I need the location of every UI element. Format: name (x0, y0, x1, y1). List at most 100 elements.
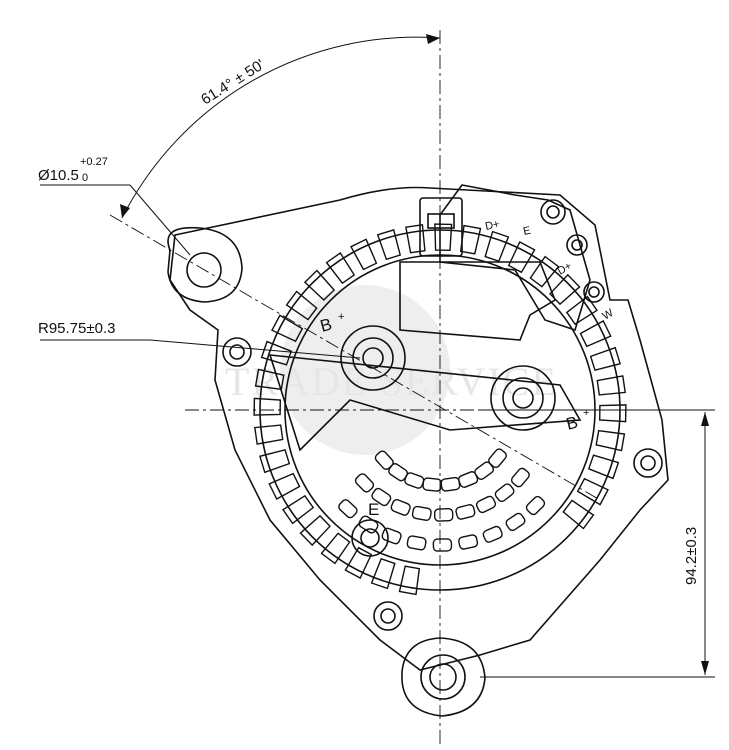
angle-dimension-arc (121, 36, 441, 219)
vent-slot (458, 471, 479, 488)
cooling-fin (587, 454, 620, 480)
b-plus-terminal-right-nut (512, 387, 534, 409)
cooling-fin (254, 424, 284, 445)
cooling-fin (549, 273, 581, 306)
diameter-tolerance-lower: 0 (82, 172, 88, 184)
cooling-fin (596, 375, 626, 396)
cooling-fin (253, 397, 282, 416)
height-arrow-top (701, 412, 709, 426)
b-plus-label-left: B (318, 315, 334, 336)
vent-slot (411, 505, 432, 521)
w-label: W (601, 307, 617, 323)
cooling-fin (285, 290, 318, 321)
vent-slot (390, 498, 411, 516)
cooling-fin (268, 472, 301, 500)
cooling-fin (350, 238, 378, 271)
vent-slots (338, 448, 546, 552)
cooling-fin (579, 320, 612, 348)
vent-slot (494, 483, 515, 503)
vent-slot (371, 487, 392, 507)
cooling-fin (529, 255, 560, 288)
cooling-fin (398, 565, 421, 596)
cooling-fin (376, 229, 402, 261)
height-dimension-label: 94.2±0.3 (683, 527, 700, 585)
cooling-fin (434, 223, 453, 252)
cooling-fins (253, 223, 627, 596)
d-plus-label-top: D+ (484, 218, 501, 233)
radius-label: R95.75±0.3 (38, 320, 115, 337)
radius-leader (149, 339, 361, 359)
vent-slot (458, 534, 479, 550)
b-plus-terminal-right-outer (490, 365, 556, 431)
d-plus-terminal-nut (566, 234, 588, 256)
watermark: TRADE SERVICE (225, 285, 556, 455)
vent-slot (475, 495, 497, 514)
diameter-leader (129, 184, 191, 256)
cooling-fin (259, 448, 291, 474)
vent-slot (422, 477, 443, 492)
cooling-fin (370, 557, 396, 590)
cooling-fin (589, 346, 621, 372)
vent-slot (338, 499, 358, 519)
vent-slot (432, 538, 453, 552)
bolt-bottom (373, 601, 403, 631)
diode-plate (268, 354, 582, 452)
vent-slot (354, 473, 375, 493)
housing-outline (169, 186, 669, 671)
mounting-ear-left (167, 226, 243, 303)
vent-slot (440, 476, 461, 492)
connector-slot (427, 213, 455, 229)
vent-slot (358, 515, 379, 534)
vent-slot (488, 448, 507, 469)
vent-slot (406, 535, 427, 551)
mount-hole-left (186, 252, 222, 288)
b-plus-sign-right: + (583, 407, 589, 419)
b-plus-sign-left: + (338, 311, 344, 323)
cooling-fin (260, 340, 293, 366)
cooling-fin (271, 314, 304, 343)
connector-plug (419, 197, 463, 257)
cooling-fin (325, 252, 356, 285)
cooling-fin (303, 269, 336, 301)
cooling-fin (344, 546, 373, 579)
cooling-fin (320, 532, 351, 565)
cooling-fin (484, 230, 510, 263)
angle-arrow-top (426, 34, 440, 44)
cooling-fin (254, 368, 285, 391)
b-plus-terminal-right-mid (502, 377, 544, 419)
cooling-fin (595, 429, 626, 452)
cooling-fin (598, 404, 627, 423)
e-label-top: E (522, 225, 532, 238)
b-plus-label-right: B (564, 413, 580, 434)
w-terminal-nut (583, 281, 605, 303)
cooling-fin (282, 494, 315, 525)
cooling-fin (576, 477, 609, 506)
regulator-body (399, 261, 556, 341)
mount-hole-bottom-inner (429, 663, 457, 691)
vent-slot (505, 512, 526, 532)
vent-slot (525, 495, 546, 516)
bolt-left (222, 337, 252, 367)
diameter-label: Ø10.5 (38, 167, 79, 184)
cooling-fin (405, 224, 426, 254)
angle-arrow-left (120, 204, 130, 218)
cooling-fin (565, 295, 598, 326)
vent-slot (433, 508, 454, 522)
diameter-tolerance-upper: +0.27 (80, 156, 108, 168)
vent-slot (482, 525, 503, 543)
vent-slot (381, 527, 402, 545)
b-plus-terminal-left-mid (352, 337, 394, 379)
mount-hole-bottom (420, 654, 466, 700)
top-terminal-nut (540, 199, 566, 225)
cooling-fin (459, 224, 482, 255)
b-plus-terminal-left-outer (340, 325, 406, 391)
e-label-bottom: E (368, 500, 379, 519)
angle-dimension-label: 61.4° ± 50' (198, 56, 268, 108)
vent-slot (510, 467, 530, 488)
height-arrow-bottom (701, 661, 709, 675)
e-terminal-nut (360, 528, 380, 548)
cooling-fin (299, 514, 331, 547)
regulator-top (439, 184, 591, 332)
cooling-fin (507, 241, 536, 274)
mounting-ear-bottom (401, 637, 486, 717)
